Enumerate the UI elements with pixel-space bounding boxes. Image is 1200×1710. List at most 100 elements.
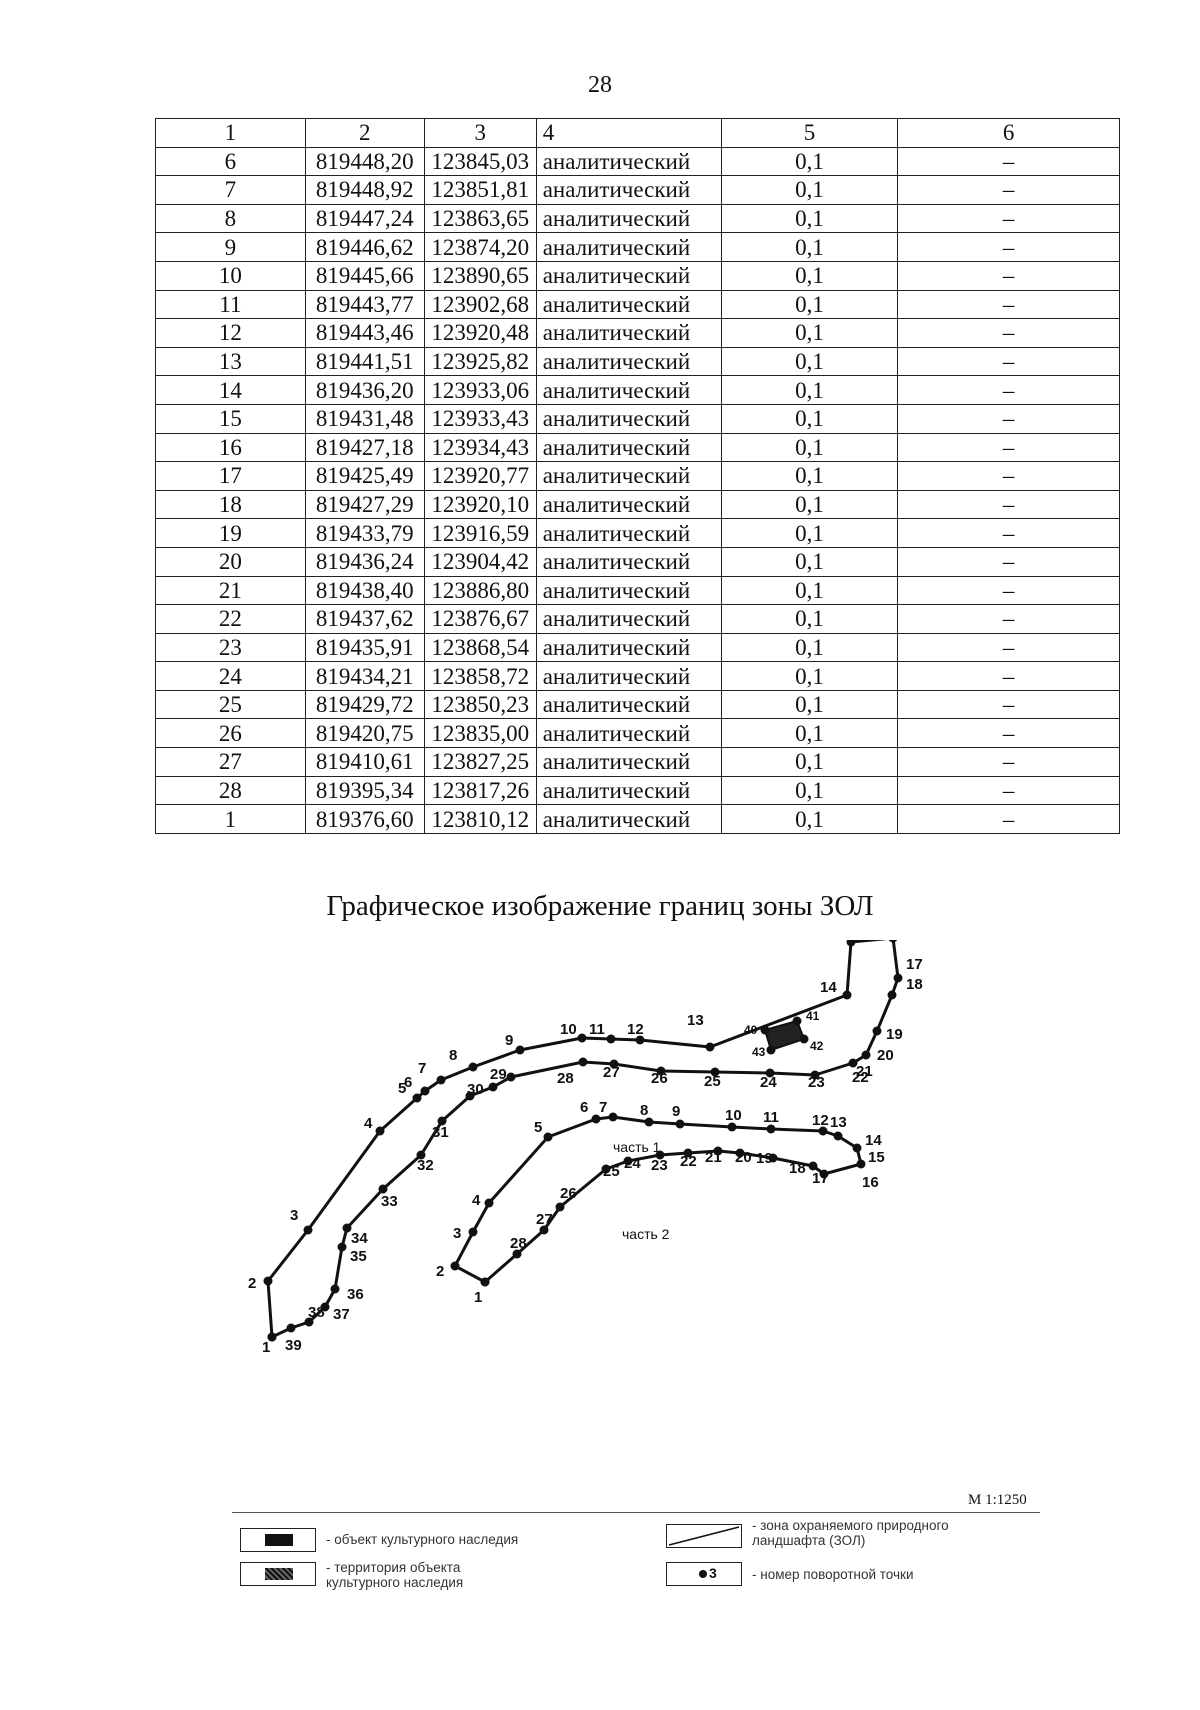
turning-point-dot	[683, 1148, 693, 1158]
turning-point-dot	[887, 990, 897, 1000]
turning-point-label: 7	[599, 1099, 607, 1116]
cell-note: –	[897, 318, 1120, 348]
cell-num: 19	[155, 518, 306, 548]
turning-point-label: 28	[557, 1070, 574, 1087]
turning-point-label: 4	[472, 1192, 481, 1209]
cell-note: –	[897, 175, 1120, 205]
turning-point-dot	[450, 1261, 460, 1271]
turning-point-dot	[512, 1249, 522, 1259]
cell-x: 819425,49	[304, 461, 425, 491]
cell-x: 819446,62	[304, 232, 425, 262]
turning-point-label: 21	[705, 1149, 722, 1166]
cell-x: 819436,20	[304, 375, 425, 405]
cell-num: 13	[155, 346, 306, 377]
cell-method: аналитический	[535, 661, 722, 691]
turning-point-dot	[468, 1227, 478, 1237]
turning-point-label: 28	[510, 1235, 527, 1252]
turning-point-label: 22	[680, 1153, 697, 1170]
turning-point-dot	[635, 1035, 645, 1045]
cell-method: аналитический	[535, 289, 722, 320]
turning-point-dot	[710, 1067, 720, 1077]
turning-point-label: 6	[404, 1074, 412, 1091]
turning-point-dot	[436, 1075, 446, 1085]
cell-num: 15	[155, 403, 306, 434]
turning-point-label: 15	[868, 1149, 885, 1166]
cell-y: 123827,25	[423, 747, 537, 777]
cell-accuracy: 0,1	[720, 260, 899, 291]
turning-point-dot	[808, 1161, 818, 1171]
turning-point-dot	[675, 1119, 685, 1129]
turning-point-label: 23	[808, 1074, 825, 1091]
cell-note: –	[897, 747, 1120, 777]
cell-method: аналитический	[535, 146, 722, 177]
turning-point-label: 14	[820, 979, 837, 996]
turning-point-label: 26	[651, 1070, 668, 1087]
turning-point-label: 23	[651, 1157, 668, 1174]
cell-note: –	[897, 461, 1120, 491]
turning-point-dot	[412, 1093, 422, 1103]
cell-x: 819443,77	[304, 289, 425, 320]
legend-heritage-territory: - территория объекта культурного наследи…	[326, 1560, 464, 1590]
zone-boundary-map: 1234567891011121314151617181920212223242…	[248, 940, 923, 1356]
turning-point-dot	[765, 1068, 775, 1078]
turning-point-dot	[893, 973, 903, 983]
turning-point-dot	[644, 1117, 654, 1127]
cell-note: –	[897, 289, 1120, 320]
turning-point-dot	[856, 1159, 866, 1169]
turning-point-label: 27	[603, 1064, 620, 1081]
turning-point-label: 8	[640, 1102, 648, 1119]
legend-heritage-object: - объект культурного наследия	[326, 1532, 519, 1547]
cell-method: аналитический	[535, 747, 722, 777]
turning-point-label: 19	[886, 1026, 903, 1043]
cell-y: 123933,43	[423, 403, 537, 434]
cell-method: аналитический	[535, 232, 722, 262]
turning-point-dot	[606, 1034, 616, 1044]
cell-accuracy: 0,1	[720, 432, 899, 463]
cell-y: 123851,81	[423, 175, 537, 205]
turning-point-dot	[465, 1091, 475, 1101]
cell-method: аналитический	[535, 403, 722, 434]
turning-point-dot	[263, 1276, 273, 1286]
cell-accuracy: 0,1	[720, 232, 899, 262]
turning-point-dot	[713, 1146, 723, 1156]
turning-point-label: 11	[589, 1021, 605, 1038]
turning-point-label: 8	[449, 1047, 457, 1064]
turning-point-dot	[577, 1033, 587, 1043]
cell-note: –	[897, 604, 1120, 634]
turning-point-label: 2	[436, 1263, 444, 1280]
turning-point-label: 5	[398, 1080, 406, 1097]
turning-point-dot	[555, 1202, 565, 1212]
cell-accuracy: 0,1	[720, 375, 899, 405]
heritage-point-label: 41	[806, 1009, 820, 1023]
cell-y: 123916,59	[423, 518, 537, 548]
cell-x: 819436,24	[304, 546, 425, 577]
cell-note: –	[897, 346, 1120, 377]
turning-point-label: 14	[865, 1132, 882, 1149]
cell-x: 819434,21	[304, 661, 425, 691]
cell-x: 819410,61	[304, 747, 425, 777]
cell-y: 123835,00	[423, 718, 537, 749]
cell-y: 123850,23	[423, 689, 537, 720]
turning-point-label: 13	[830, 1114, 847, 1131]
cell-y: 123934,43	[423, 432, 537, 463]
cell-y: 123902,68	[423, 289, 537, 320]
cell-x: 819427,18	[304, 432, 425, 463]
cell-method: аналитический	[535, 346, 722, 377]
cell-accuracy: 0,1	[720, 318, 899, 348]
turning-point-dot	[539, 1225, 549, 1235]
turning-point-label: 13	[687, 1012, 704, 1029]
turning-point-label: 16	[862, 1174, 879, 1191]
cell-y: 123817,26	[423, 775, 537, 806]
turning-point-label: 24	[760, 1074, 777, 1091]
turning-point-label: 9	[505, 1032, 513, 1049]
